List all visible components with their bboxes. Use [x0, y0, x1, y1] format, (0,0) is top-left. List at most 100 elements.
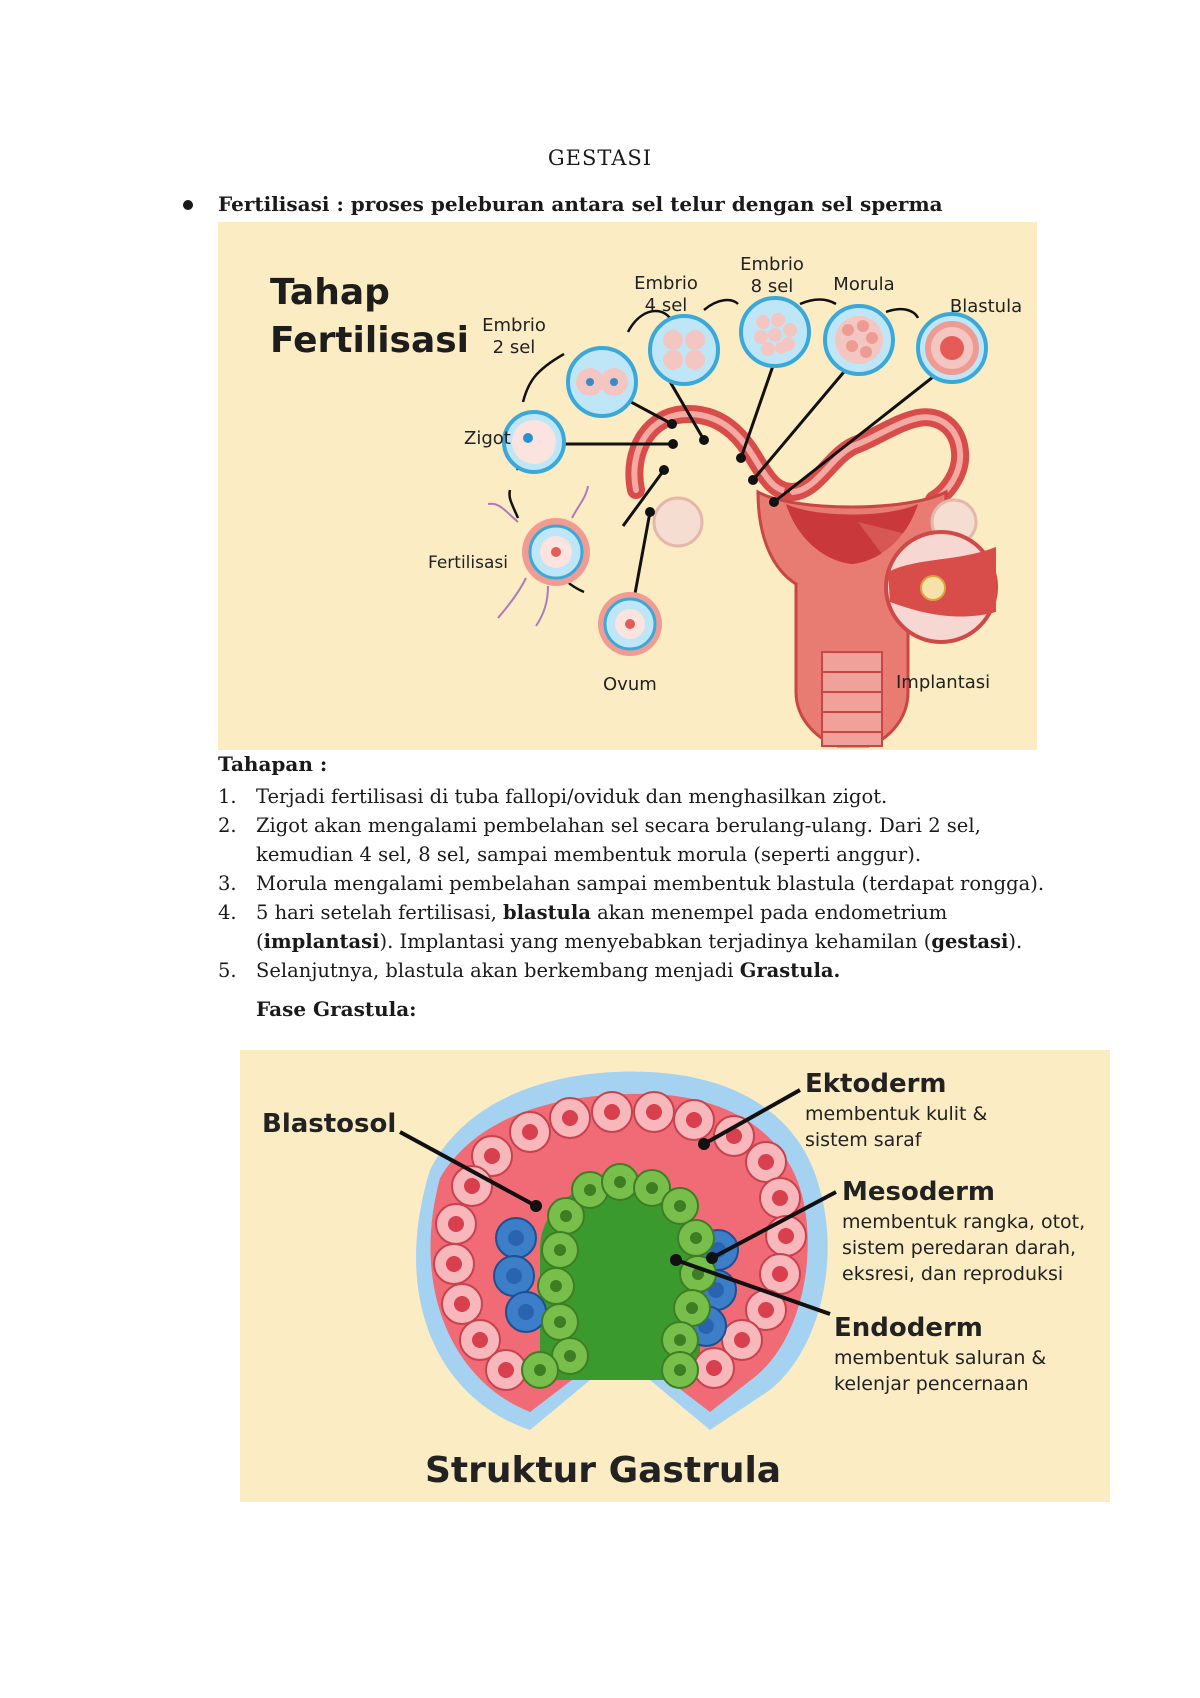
mesoderm-desc-line3: eksresi, dan reproduksi: [842, 1263, 1063, 1285]
cell-nucleus: [472, 1332, 488, 1348]
fase-grastula-heading: Fase Grastula:: [256, 997, 417, 1021]
fertilisasi-cell: [487, 485, 590, 627]
figure-title-line2: Fertilisasi: [270, 320, 469, 361]
cell-nucleus: [646, 1182, 658, 1194]
bullet-icon: [183, 200, 193, 210]
cell-nucleus: [446, 1256, 462, 1272]
endoderm-cells: [521, 1163, 717, 1389]
gastrula-connector-lines: [399, 1088, 837, 1316]
fertilisasi-definition: Fertilisasi : proses peleburan antara se…: [218, 192, 943, 216]
ektoderm-desc-line2: sistem saraf: [805, 1129, 923, 1151]
cell-nucleus: [614, 1176, 626, 1188]
connector-dots: [645, 419, 779, 517]
cell-nucleus: [554, 1316, 566, 1328]
tahapan-heading: Tahapan :: [218, 752, 328, 776]
cell-nucleus: [464, 1178, 480, 1194]
cell-nucleus: [690, 1232, 702, 1244]
blastula-cell: [916, 312, 988, 384]
cell-nucleus: [448, 1216, 464, 1232]
zigot-label: Zigot: [464, 428, 511, 449]
cell-nucleus: [562, 1110, 578, 1126]
cell-nucleus: [692, 1268, 704, 1280]
implantasi-inset: [858, 522, 998, 644]
ovum-label: Ovum: [603, 674, 657, 695]
list-number: 5.: [218, 959, 237, 982]
cell-nucleus: [778, 1228, 794, 1244]
zigot-cell: [502, 410, 566, 474]
list-number: 3.: [218, 872, 237, 895]
mesoderm-desc-line1: membentuk rangka, otot,: [842, 1211, 1085, 1233]
step-text: ).: [1008, 930, 1023, 953]
cell-nucleus: [686, 1112, 702, 1128]
list-number: 2.: [218, 814, 237, 837]
cell-nucleus: [706, 1360, 722, 1376]
cell-nucleus: [772, 1190, 788, 1206]
tahapan-list: 1.Terjadi fertilisasi di tuba fallopi/ov…: [218, 782, 1058, 985]
uterus-illustration: [625, 404, 978, 748]
archenteron: [540, 1180, 700, 1380]
cell-nucleus: [508, 1230, 524, 1246]
endoderm-desc-line1: membentuk saluran &: [834, 1347, 1046, 1369]
endoderm-label: Endoderm: [834, 1313, 983, 1343]
step-text: Zigot akan mengalami pembelahan sel seca…: [256, 814, 981, 866]
list-item: 5. Selanjutnya, blastula akan berkembang …: [218, 956, 1058, 985]
blastosol-label: Blastosol: [262, 1109, 396, 1139]
cell-nucleus: [506, 1268, 522, 1284]
step-bold-blastula: blastula: [503, 901, 591, 924]
step-text: Selanjutnya, blastula akan berkembang me…: [256, 959, 740, 982]
morula-label: Morula: [833, 274, 894, 295]
cell-nucleus: [518, 1304, 534, 1320]
blastula-label: Blastula: [950, 296, 1022, 317]
gastrula-structure-figure: Blastosol Ektoderm membentuk kulit & sis…: [240, 1050, 1110, 1502]
cell-nucleus: [484, 1148, 500, 1164]
gastrula-figure-title: Struktur Gastrula: [425, 1450, 781, 1491]
cell-nucleus: [686, 1302, 698, 1314]
list-item: 3.Morula mengalami pembelahan sampai mem…: [218, 869, 1058, 898]
fertilization-stages-figure: Tahap Fertilisasi: [218, 222, 1037, 750]
implantasi-label: Implantasi: [896, 672, 990, 693]
ektoderm-desc-line1: membentuk kulit &: [805, 1103, 988, 1125]
cell-nucleus: [454, 1296, 470, 1312]
mesoderm-label: Mesoderm: [842, 1177, 995, 1207]
cell-nucleus: [554, 1244, 566, 1256]
list-number: 1.: [218, 785, 237, 808]
cell-nucleus: [646, 1104, 662, 1120]
embrio-2-label-b: 2 sel: [493, 337, 536, 358]
step-bold-gestasi: gestasi: [931, 930, 1009, 953]
cell-nucleus: [564, 1350, 576, 1362]
list-item: 1.Terjadi fertilisasi di tuba fallopi/ov…: [218, 782, 1058, 811]
cell-nucleus: [584, 1184, 596, 1196]
embrio-8-label-b: 8 sel: [751, 276, 794, 297]
list-number: 4.: [218, 901, 237, 924]
cell-nucleus: [758, 1302, 774, 1318]
morula-cell: [823, 304, 895, 376]
ectoderm-cells: [433, 1091, 807, 1391]
cell-nucleus: [734, 1332, 750, 1348]
cell-nucleus: [604, 1104, 620, 1120]
cell-nucleus: [726, 1128, 742, 1144]
list-item: 2. Zigot akan mengalami pembelahan sel se…: [218, 811, 1058, 869]
cell-nucleus: [772, 1266, 788, 1282]
embrio-8-label-a: Embrio: [740, 254, 804, 275]
step-bold-implantasi: implantasi: [263, 930, 380, 953]
cell-nucleus: [534, 1364, 546, 1376]
embrio-4-sel-cell: [648, 314, 720, 386]
step-text: akan menempel pada endometrium (: [256, 901, 948, 953]
embrio-4-label-b: 4 sel: [645, 295, 688, 316]
embrio-2-label-a: Embrio: [482, 315, 546, 336]
figure-title-line1: Tahap: [270, 272, 390, 313]
cell-nucleus: [522, 1124, 538, 1140]
cell-nucleus: [550, 1280, 562, 1292]
embrio-2-sel-cell: [566, 346, 638, 418]
cell-nucleus: [758, 1154, 774, 1170]
embrio-8-sel-cell: [739, 296, 811, 368]
step-text: ). Implantasi yang menyebabkan terjadiny…: [379, 930, 932, 953]
list-item: 4.5 hari setelah fertilisasi, blastula a…: [218, 898, 1058, 956]
cell-nucleus: [560, 1210, 572, 1222]
mesoderm-desc-line2: sistem peredaran darah,: [842, 1237, 1076, 1259]
ovum-cell: [598, 592, 662, 656]
step-bold-grastula: Grastula.: [739, 959, 841, 982]
cell-nucleus: [498, 1362, 514, 1378]
ektoderm-label: Ektoderm: [805, 1069, 947, 1099]
endoderm-desc-line2: kelenjar pencernaan: [834, 1373, 1029, 1395]
